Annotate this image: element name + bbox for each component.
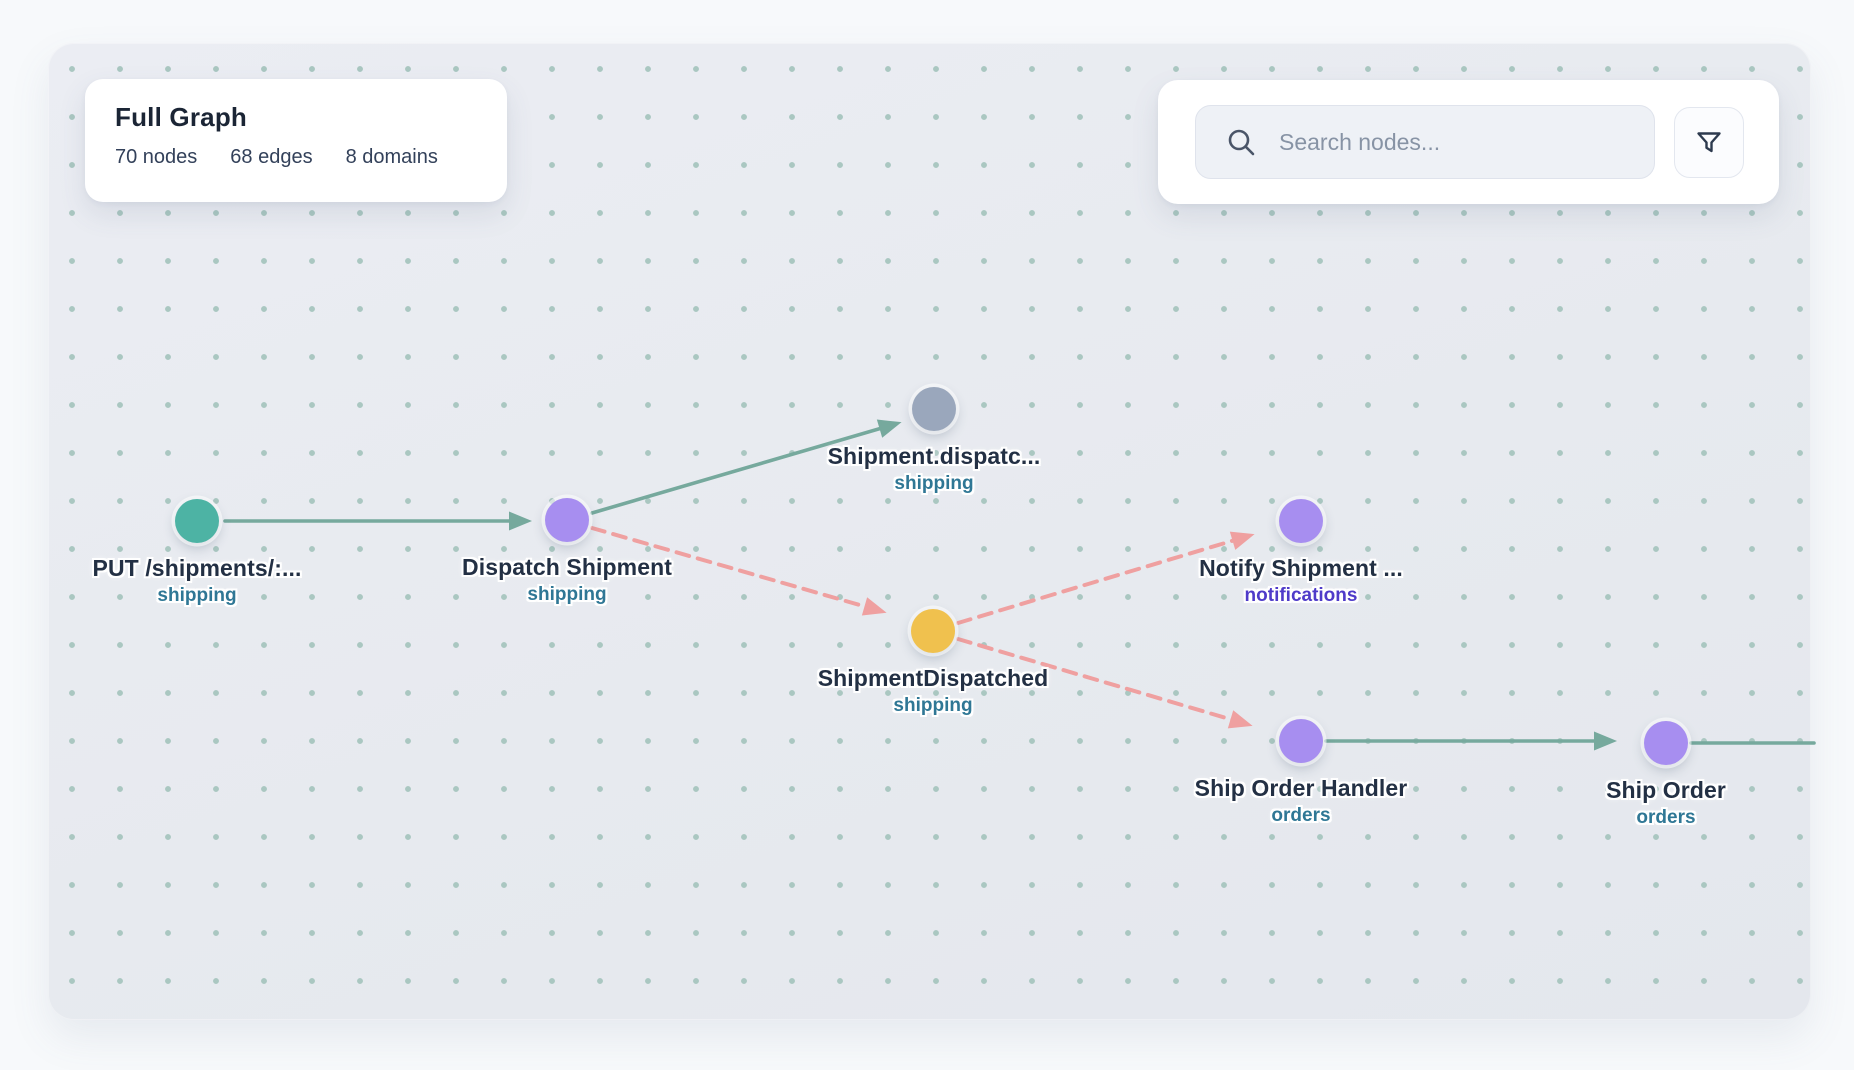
node-labels: ShipmentDispatched shipping <box>818 664 1049 718</box>
node-circle-shipment-dispatc[interactable] <box>912 387 956 431</box>
node-labels: Dispatch Shipment shipping <box>462 553 672 607</box>
stat-domains-count: 8 domains <box>345 146 438 168</box>
node-labels: PUT /shipments/:... shipping <box>93 554 302 608</box>
node-circle-notify-shipment[interactable] <box>1279 499 1323 543</box>
node-domain-label: shipping <box>157 585 237 606</box>
search-input-container[interactable] <box>1195 105 1655 179</box>
node-circle-shipment-dispatched[interactable] <box>911 609 955 653</box>
node-circle-ship-order-handler[interactable] <box>1279 719 1323 763</box>
graph-edge-arrowhead <box>1227 710 1253 729</box>
node-label: Notify Shipment ... <box>1199 555 1403 581</box>
node-domain-label: orders <box>1636 807 1696 828</box>
node-domain-label: shipping <box>894 473 974 494</box>
search-icon <box>1226 127 1257 158</box>
node-labels: Ship Order orders <box>1606 776 1726 830</box>
node-labels: Shipment.dispatc... shipping <box>828 442 1041 496</box>
graph-edge-dispatched-to-handler <box>956 637 1245 725</box>
node-domain-label: notifications <box>1244 585 1358 606</box>
search-toolbar <box>1158 80 1779 204</box>
search-input[interactable] <box>1279 128 1632 156</box>
stat-nodes-count: 70 nodes <box>115 146 198 168</box>
graph-edge-dispatch-to-dispatched <box>590 526 879 612</box>
node-label: Ship Order <box>1606 777 1726 803</box>
graph-edge-dispatched-to-notify <box>956 535 1247 625</box>
node-domain-label: shipping <box>893 695 973 716</box>
node-label: Shipment.dispatc... <box>827 443 1041 469</box>
node-label: Ship Order Handler <box>1194 775 1408 801</box>
node-label: PUT /shipments/:... <box>92 555 302 581</box>
node-circle-dispatch-shipment[interactable] <box>545 498 589 542</box>
node-labels: Ship Order Handler orders <box>1195 774 1408 828</box>
node-labels: Notify Shipment ... notifications <box>1199 554 1403 608</box>
stat-edges-count: 68 edges <box>230 146 313 168</box>
node-label: Dispatch Shipment <box>461 554 673 580</box>
graph-edge-arrowhead <box>1594 731 1617 751</box>
node-label: ShipmentDispatched <box>817 665 1049 691</box>
node-domain-label: shipping <box>527 584 607 605</box>
graph-stats-row: 70 nodes 68 edges 8 domains <box>115 146 477 169</box>
graph-edges-layer <box>223 419 1816 751</box>
filter-button[interactable] <box>1674 106 1744 178</box>
node-domain-label: orders <box>1271 805 1331 826</box>
graph-edge-arrowhead <box>1229 531 1255 550</box>
filter-icon <box>1694 127 1724 157</box>
graph-stats-card: Full Graph 70 nodes 68 edges 8 domains <box>85 79 507 202</box>
graph-edge-arrowhead <box>861 597 887 616</box>
graph-edge-dispatch-to-topic <box>590 423 894 515</box>
page-title: Full Graph <box>115 102 247 132</box>
node-circle-ship-order[interactable] <box>1644 721 1688 765</box>
node-circle-put-shipments[interactable] <box>175 499 219 543</box>
graph-edge-arrowhead <box>876 419 902 438</box>
graph-edge-arrowhead <box>509 511 532 531</box>
